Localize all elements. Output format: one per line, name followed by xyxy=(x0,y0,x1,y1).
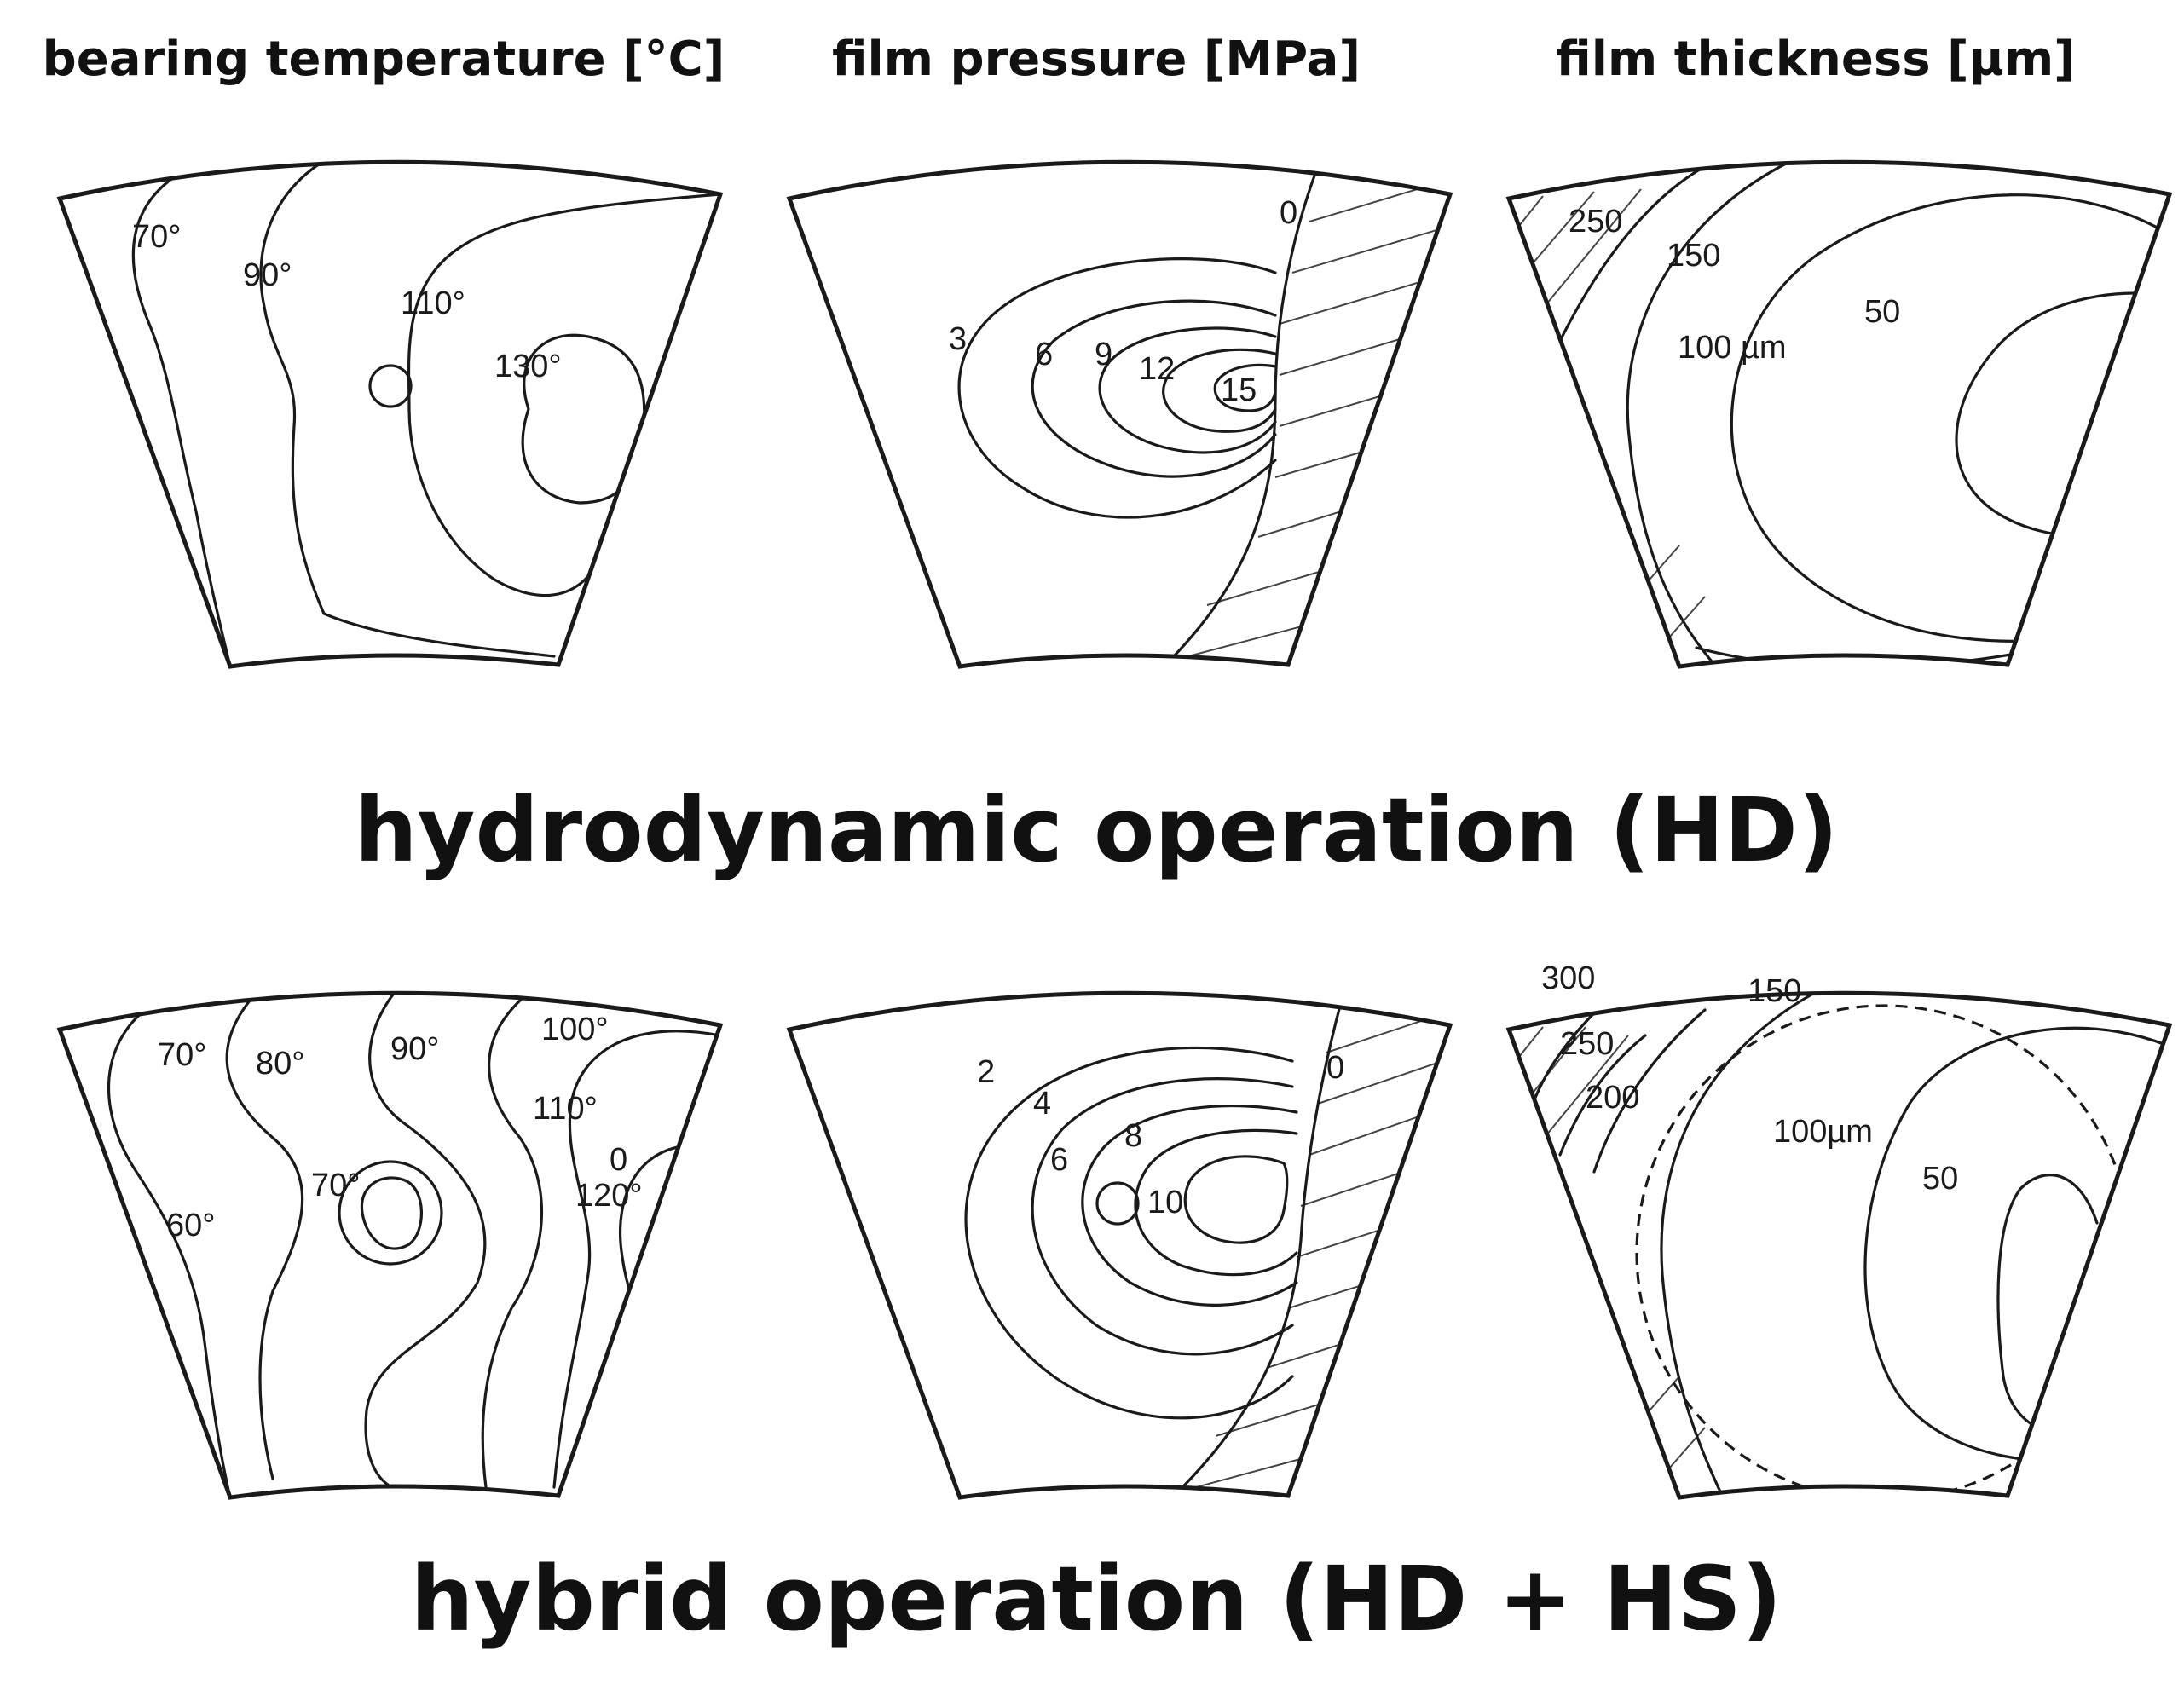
label-p3: 3 xyxy=(949,321,967,357)
label-p12: 12 xyxy=(1139,351,1175,387)
label-p6: 6 xyxy=(1035,337,1053,372)
label-hp0: 0 xyxy=(1326,1050,1344,1086)
iso-100 xyxy=(552,1030,720,1489)
recess-dashed-circle xyxy=(1635,1004,2133,1497)
iso-70-outer xyxy=(225,993,304,1480)
label-ht100: 100µm xyxy=(1773,1114,1873,1150)
thickness-50 xyxy=(1955,291,2170,539)
row-title-hd: hydrodynamic operation (HD) xyxy=(355,778,1839,882)
label-h70b: 70° xyxy=(311,1168,360,1203)
pressure-zero-line xyxy=(1146,162,1328,666)
iso-70-inner xyxy=(360,1176,424,1250)
hd-pressure-pad: 0 3 6 9 12 15 xyxy=(789,145,1480,699)
label-h90: 90° xyxy=(390,1031,439,1067)
label-110: 110° xyxy=(401,286,465,321)
iso-90 xyxy=(481,993,543,1489)
label-p0: 0 xyxy=(1280,195,1297,231)
label-h60: 60° xyxy=(166,1208,215,1243)
column-title-temperature: bearing temperature [°C] xyxy=(43,32,725,87)
isobar-6 xyxy=(1031,299,1277,478)
label-h0: 0 xyxy=(610,1142,627,1178)
thickness-100 xyxy=(1730,193,2170,643)
label-ht50: 50 xyxy=(1922,1161,1958,1197)
thickness-h100 xyxy=(1863,1026,2170,1463)
hybrid-thickness-pad: 300 250 200 150 100µm 50 xyxy=(1509,960,2184,1513)
thickness-h50 xyxy=(1996,1174,2099,1436)
hybrid-pressure-pad: 2 4 6 8 10 0 xyxy=(789,993,1480,1513)
label-ht200: 200 xyxy=(1586,1080,1639,1116)
label-h70a: 70° xyxy=(158,1037,206,1073)
label-h110: 110° xyxy=(533,1091,598,1127)
isobar-9 xyxy=(1098,326,1277,454)
thickness-250 xyxy=(1558,162,1715,343)
isobar-h10 xyxy=(1183,1155,1289,1244)
thickness-h150 xyxy=(1660,993,1860,1497)
isobar-12 xyxy=(1162,348,1277,433)
hybrid-temperature-pad: 70° 80° 90° 100° 110° 0 120° 70° 60° xyxy=(60,976,720,1497)
column-title-thickness: film thickness [µm] xyxy=(1556,32,2076,87)
iso-70-ring xyxy=(338,1160,443,1266)
isobar-h2 xyxy=(964,1046,1294,1420)
label-ht250: 250 xyxy=(1560,1026,1614,1062)
isobar-h8 xyxy=(1134,1128,1298,1277)
thickness-inner-arc xyxy=(1695,646,2048,666)
pressure-zero-line-hybrid xyxy=(1154,993,1345,1497)
label-t150: 150 xyxy=(1667,238,1720,274)
hd-temperature-pad: 70° 90° 110° 130° xyxy=(60,145,720,666)
label-h120: 120° xyxy=(575,1178,643,1214)
iso-80 xyxy=(364,993,487,1489)
isobar-h6 xyxy=(1081,1104,1298,1307)
isotherm-spot xyxy=(368,364,413,408)
isotherm-70 xyxy=(131,162,232,666)
label-hp2: 2 xyxy=(977,1054,995,1090)
iso-110 xyxy=(618,1145,701,1345)
label-p15: 15 xyxy=(1221,372,1257,408)
label-130: 130° xyxy=(494,349,562,384)
column-title-pressure: film pressure [MPa] xyxy=(832,32,1361,87)
isobar-3 xyxy=(957,257,1277,519)
iso-60 xyxy=(107,1008,232,1497)
label-t250: 250 xyxy=(1569,204,1622,239)
thickness-h200 xyxy=(1592,1008,1707,1174)
isotherm-110 xyxy=(407,193,720,597)
hd-thickness-pad: 250 150 100 µm 50 xyxy=(1509,141,2184,682)
thickness-150 xyxy=(1626,162,1843,666)
row-title-hybrid: hybrid operation (HD + HS) xyxy=(411,1547,1782,1651)
label-90: 90° xyxy=(243,257,292,293)
label-t100: 100 µm xyxy=(1678,330,1787,366)
isobar-h4 xyxy=(1031,1077,1294,1356)
label-hp8: 8 xyxy=(1124,1118,1142,1154)
isobar-spot xyxy=(1095,1181,1140,1226)
label-hp10: 10 xyxy=(1147,1185,1183,1220)
label-ht150: 150 xyxy=(1748,973,1801,1009)
label-t50: 50 xyxy=(1864,294,1900,330)
label-h80: 80° xyxy=(256,1046,304,1082)
isobar-15 xyxy=(1213,363,1277,412)
label-70: 70° xyxy=(132,219,181,255)
label-h100: 100° xyxy=(541,1012,609,1047)
isotherm-90 xyxy=(259,162,556,658)
thickness-h250 xyxy=(1558,1034,1647,1157)
label-ht300: 300 xyxy=(1541,960,1595,996)
label-hp4: 4 xyxy=(1033,1086,1051,1122)
label-hp6: 6 xyxy=(1050,1142,1068,1178)
label-p9: 9 xyxy=(1095,337,1112,372)
